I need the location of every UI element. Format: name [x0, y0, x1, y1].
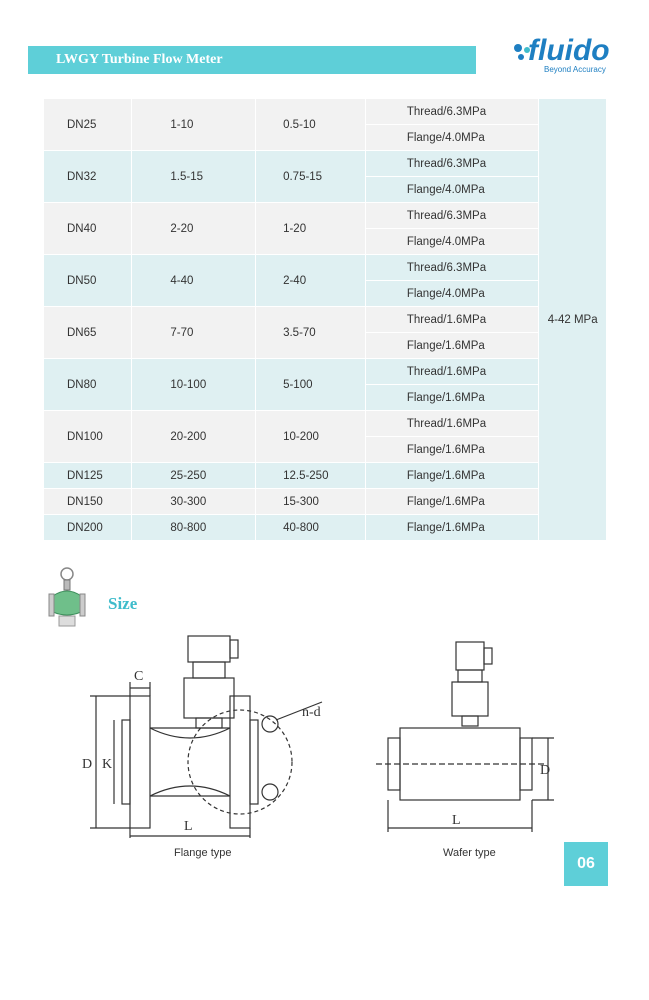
- dim-d-label: D: [82, 757, 92, 772]
- dn-cell: DN25: [42, 98, 133, 151]
- extended-range-cell: 0.5-10: [255, 98, 366, 151]
- dim-l-label: L: [184, 819, 193, 834]
- dim-nd-label: n-d: [302, 705, 321, 720]
- flow-range-cell: 30-300: [131, 488, 257, 515]
- flow-range-cell: 20-200: [131, 410, 257, 463]
- connection-pressure-cell: Flange/4.0MPa: [364, 176, 540, 203]
- flow-range-cell: 80-800: [131, 514, 257, 541]
- connection-pressure-cell: Thread/1.6MPa: [364, 410, 540, 437]
- extended-range-cell: 2-40: [255, 254, 366, 307]
- connection-pressure-cell: Flange/1.6MPa: [364, 462, 540, 489]
- connection-pressure-cell: Flange/1.6MPa: [364, 488, 540, 515]
- wafer-dim-l-label: L: [452, 813, 461, 828]
- dn-cell: DN100: [42, 410, 133, 463]
- connection-pressure-cell: Flange/1.6MPa: [364, 332, 540, 359]
- connection-pressure-cell: Flange/4.0MPa: [364, 280, 540, 307]
- connection-pressure-cell: Thread/6.3MPa: [364, 150, 540, 177]
- flow-range-cell: 1.5-15: [131, 150, 257, 203]
- dim-k-label: K: [102, 757, 112, 772]
- extended-range-cell: 10-200: [255, 410, 366, 463]
- flow-range-cell: 1-10: [131, 98, 257, 151]
- flange-type-caption: Flange type: [174, 847, 232, 859]
- flow-range-cell: 4-40: [131, 254, 257, 307]
- extended-range-cell: 0.75-15: [255, 150, 366, 203]
- dn-cell: DN80: [42, 358, 133, 411]
- table-row: Flange/1.6MPa: [44, 436, 607, 463]
- page-number: 06: [564, 842, 608, 886]
- flow-range-cell: 25-250: [131, 462, 257, 489]
- connection-pressure-cell: Flange/4.0MPa: [364, 228, 540, 255]
- wafer-type-caption: Wafer type: [443, 847, 496, 859]
- flow-range-cell: 7-70: [131, 306, 257, 359]
- flow-range-cell: 2-20: [131, 202, 257, 255]
- connection-pressure-cell: Thread/6.3MPa: [364, 254, 540, 281]
- dn-cell: DN40: [42, 202, 133, 255]
- header-title: LWGY Turbine Flow Meter: [28, 46, 476, 74]
- dimension-drawings: C D K L n-d D L: [82, 635, 554, 838]
- extended-range-cell: 5-100: [255, 358, 366, 411]
- dn-cell: DN50: [42, 254, 133, 307]
- table-row: Flange/4.0MPa: [44, 176, 607, 203]
- logo-tagline: Beyond Accuracy: [544, 65, 606, 74]
- extended-range-cell: 3.5-70: [255, 306, 366, 359]
- wafer-dim-d-label: D: [540, 763, 550, 778]
- extended-range-cell: 1-20: [255, 202, 366, 255]
- connection-pressure-cell: Thread/1.6MPa: [364, 306, 540, 333]
- max-pressure-cell: 4-42 MPa: [538, 98, 607, 541]
- extended-range-cell: 12.5-250: [255, 462, 366, 489]
- dn-cell: DN32: [42, 150, 133, 203]
- connection-pressure-cell: Flange/1.6MPa: [364, 436, 540, 463]
- brand-logo: fluido Beyond Accuracy: [512, 34, 622, 80]
- connection-pressure-cell: Flange/1.6MPa: [364, 384, 540, 411]
- connection-pressure-cell: Thread/6.3MPa: [364, 202, 540, 229]
- dn-cell: DN65: [42, 306, 133, 359]
- connection-pressure-cell: Flange/4.0MPa: [364, 124, 540, 151]
- dn-cell: DN125: [42, 462, 133, 489]
- table-row: Flange/4.0MPa: [44, 124, 607, 151]
- logo-mark-icon: [514, 44, 530, 60]
- connection-pressure-cell: Thread/1.6MPa: [364, 358, 540, 385]
- table-row: Flange/1.6MPa: [44, 384, 607, 411]
- connection-pressure-cell: Thread/6.3MPa: [364, 98, 540, 125]
- dim-c-label: C: [134, 669, 143, 684]
- dn-cell: DN150: [42, 488, 133, 515]
- size-heading: Size: [108, 594, 138, 613]
- flow-range-cell: 10-100: [131, 358, 257, 411]
- extended-range-cell: 40-800: [255, 514, 366, 541]
- dn-cell: DN200: [42, 514, 133, 541]
- extended-range-cell: 15-300: [255, 488, 366, 515]
- wafer-type-drawing: [376, 641, 554, 832]
- table-row: Flange/4.0MPa: [44, 280, 607, 307]
- flowmeter-thumbnail-icon: [48, 567, 86, 627]
- flange-type-drawing: [90, 635, 323, 838]
- table-row: Flange/4.0MPa: [44, 228, 607, 255]
- logo-text: fluido: [528, 34, 610, 67]
- connection-pressure-cell: Flange/1.6MPa: [364, 514, 540, 541]
